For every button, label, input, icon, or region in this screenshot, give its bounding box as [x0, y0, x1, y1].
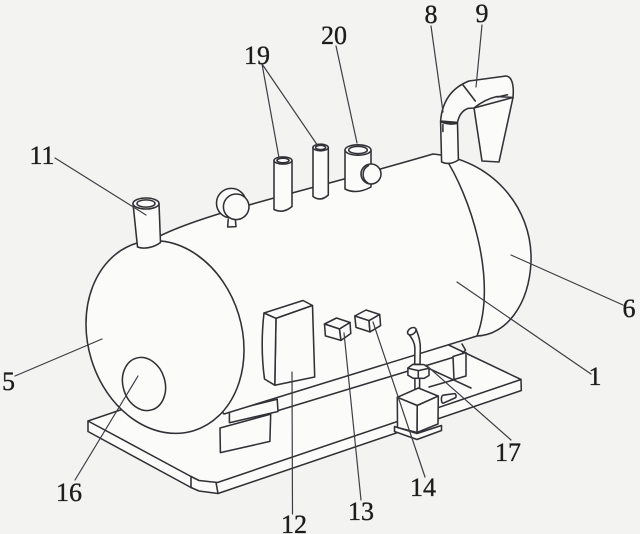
svg-text:9: 9 — [476, 0, 489, 28]
svg-text:16: 16 — [56, 478, 82, 507]
svg-text:6: 6 — [623, 294, 636, 323]
svg-text:13: 13 — [348, 497, 374, 526]
svg-text:20: 20 — [321, 21, 347, 50]
svg-text:5: 5 — [2, 367, 15, 396]
svg-text:11: 11 — [29, 141, 54, 170]
svg-text:17: 17 — [495, 438, 521, 467]
svg-text:19: 19 — [244, 41, 270, 70]
svg-text:8: 8 — [425, 0, 438, 29]
svg-text:12: 12 — [281, 510, 307, 534]
svg-text:14: 14 — [410, 473, 436, 502]
svg-text:1: 1 — [589, 362, 602, 391]
